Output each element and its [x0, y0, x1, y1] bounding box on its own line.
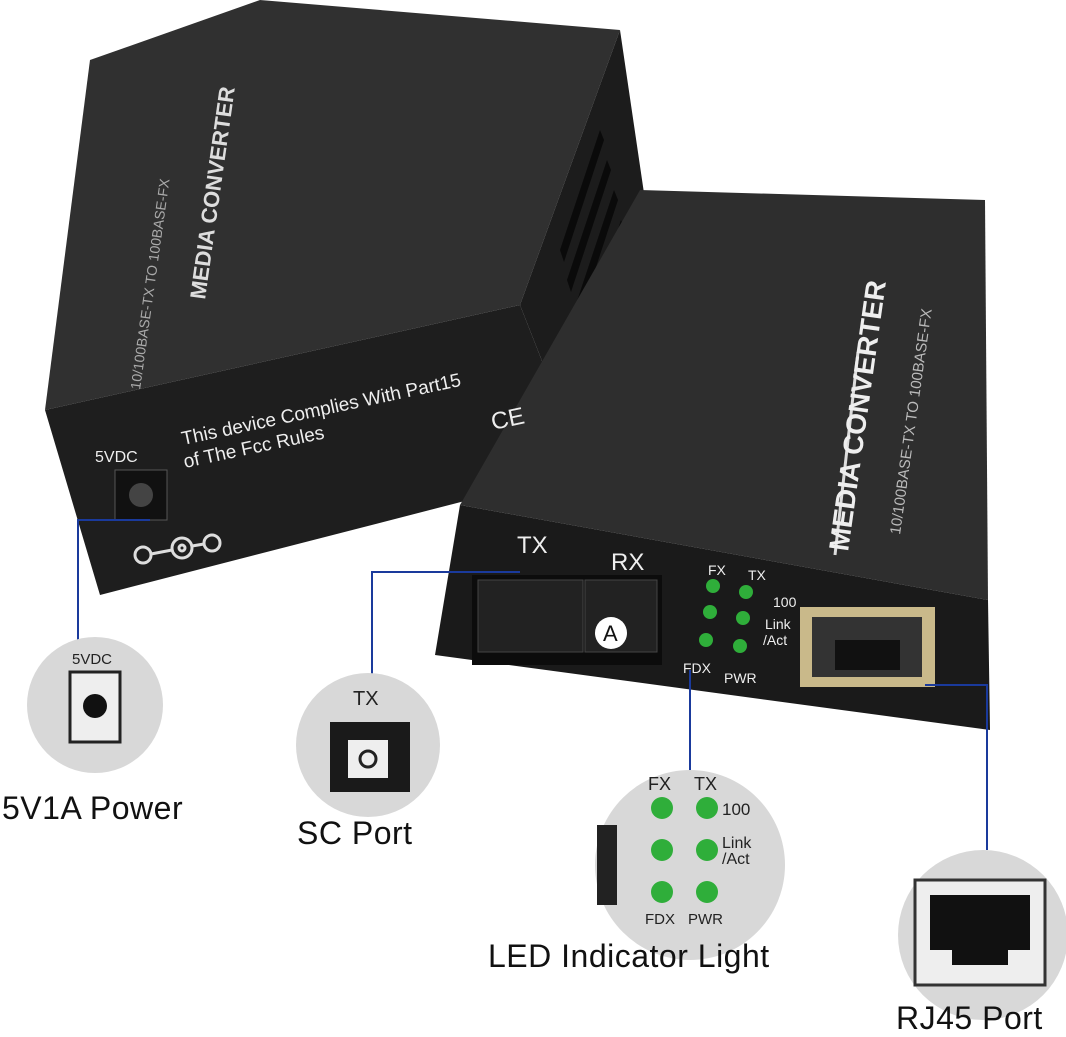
callout-lines — [77, 519, 988, 850]
sc-port-inset — [296, 673, 440, 817]
led-inset-100: 100 — [722, 800, 750, 819]
led-inset — [595, 770, 785, 960]
led-fdx-label: FDX — [683, 660, 712, 676]
port-badge: A — [603, 621, 618, 646]
port-rx-label: RX — [611, 549, 644, 576]
port-tx-label: TX — [517, 532, 548, 559]
callout-power-label: 5V1A Power — [2, 790, 184, 826]
right-converter — [435, 190, 990, 730]
power-jack-label: 5VDC — [95, 449, 138, 466]
sc-inset-text: TX — [353, 688, 379, 710]
led-act-label: /Act — [763, 632, 787, 648]
led-pwr-label: PWR — [724, 670, 757, 686]
led-inset-tx: TX — [694, 774, 717, 794]
led-fx-label: FX — [708, 562, 727, 578]
power-inset-text: 5VDC — [72, 651, 112, 668]
led-inset-fdx: FDX — [645, 911, 675, 928]
power-inset — [27, 637, 163, 773]
led-inset-pwr: PWR — [688, 911, 723, 928]
callout-led-label: LED Indicator Light — [488, 938, 770, 974]
callout-sc-port-label: SC Port — [297, 815, 413, 851]
led-link-label: Link — [765, 616, 792, 632]
inset-text: 5VDC TX FX TX 100 Link /Act FDX PWR — [72, 651, 752, 928]
led-tx-label: TX — [748, 567, 767, 583]
led-inset-fx: FX — [648, 774, 671, 794]
callout-rj45-label: RJ45 Port — [896, 1000, 1043, 1036]
led-inset-link: Link — [722, 835, 752, 852]
led-100-label: 100 — [773, 594, 797, 610]
led-inset-act: /Act — [722, 851, 750, 868]
rj45-inset — [898, 850, 1066, 1020]
